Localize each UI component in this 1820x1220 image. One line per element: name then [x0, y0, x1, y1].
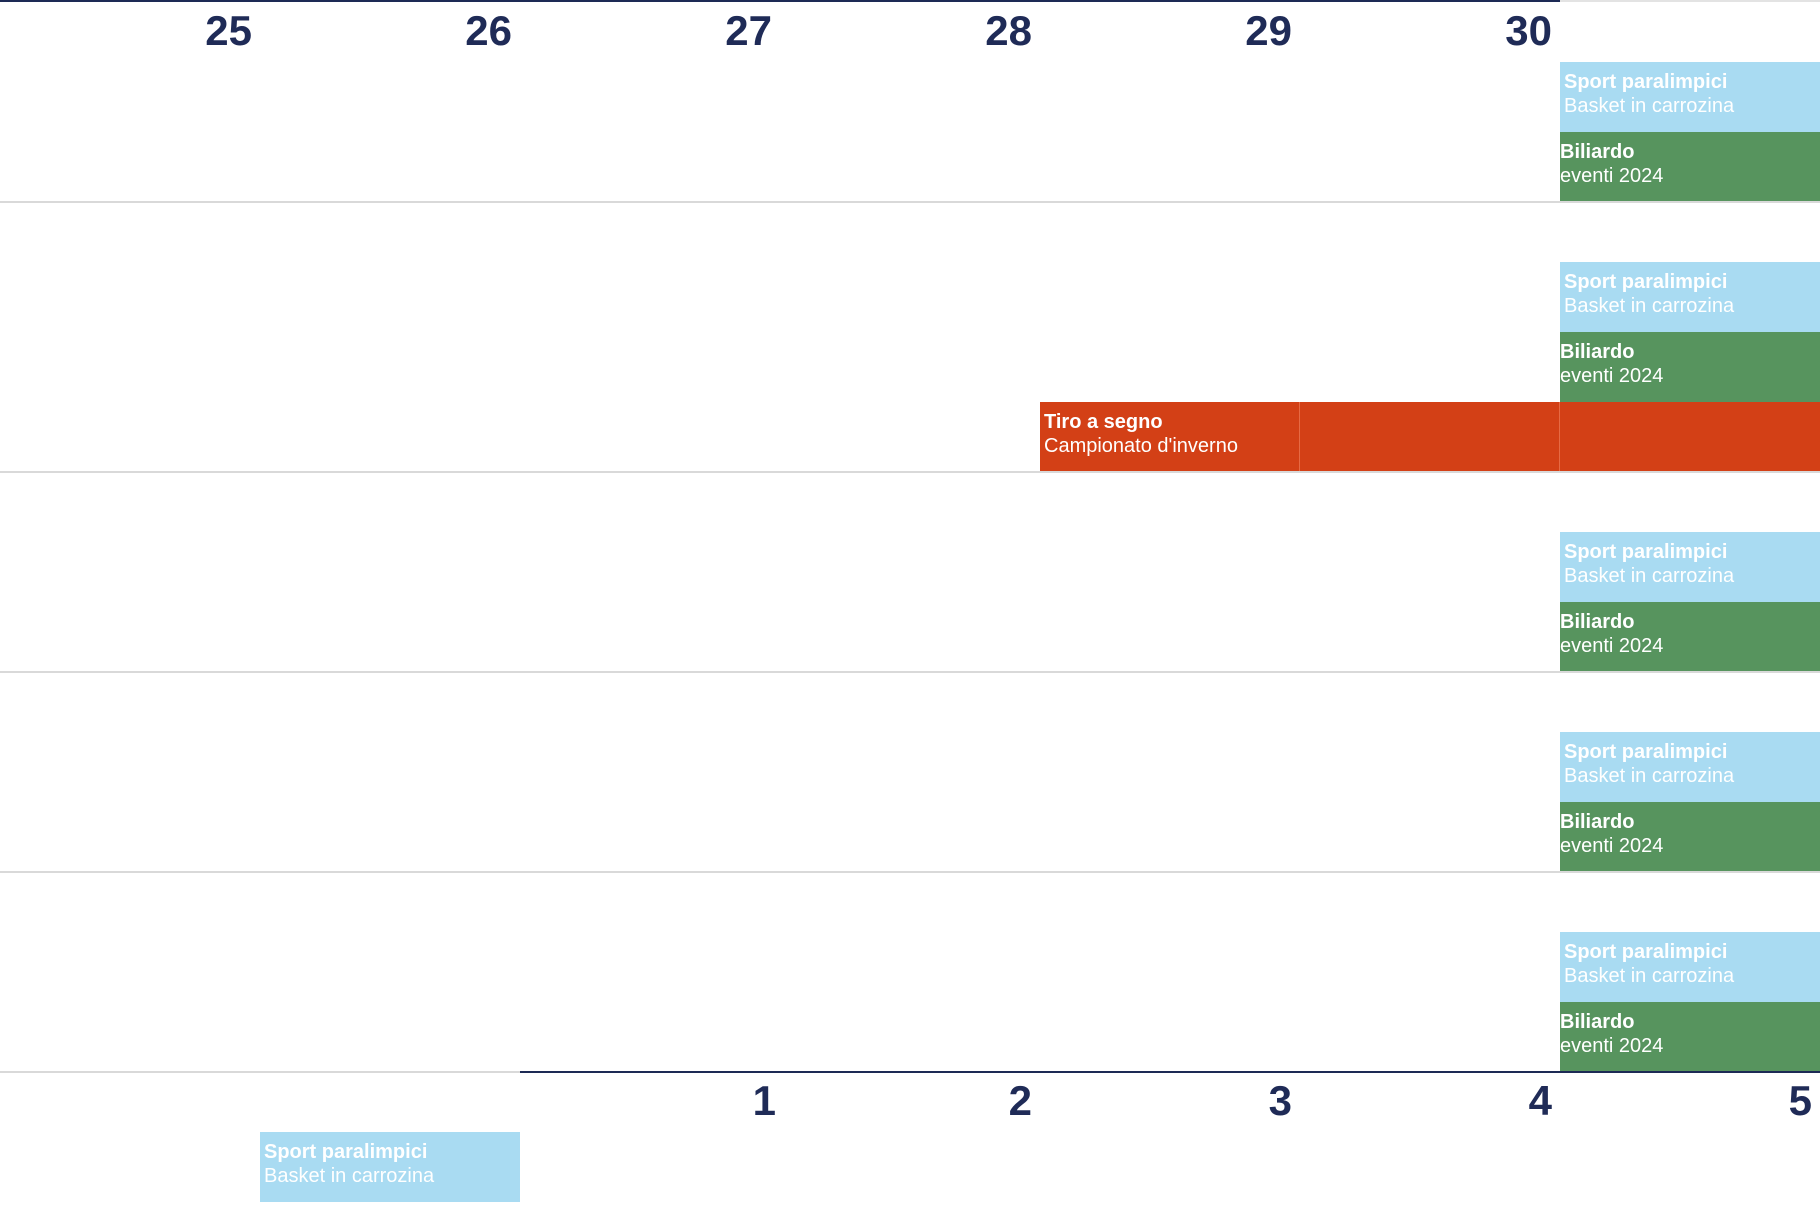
event-biliardo[interactable]: Biliardo eventi 2024: [1560, 332, 1820, 402]
event-title: Sport paralimpici: [1564, 271, 1728, 293]
event-subtitle: Basket in carrozina: [1564, 965, 1735, 987]
event-tiro-a-segno[interactable]: Tiro a segno Campionato d'inverno: [1040, 402, 1820, 471]
event-title: Biliardo: [1560, 811, 1635, 833]
event-title: Sport paralimpici: [1564, 71, 1728, 93]
event-subtitle: eventi 2024: [1560, 1035, 1664, 1057]
event-title: Sport paralimpici: [1564, 741, 1728, 763]
day-number-1[interactable]: 1: [752, 1077, 776, 1124]
event-title: Sport paralimpici: [264, 1141, 428, 1163]
event-biliardo[interactable]: Biliardo eventi 2024: [1560, 1002, 1820, 1071]
event-title: Sport paralimpici: [1564, 541, 1728, 563]
row-divider: [0, 871, 1820, 873]
day-number-30[interactable]: 30: [1505, 7, 1552, 54]
day-number-28[interactable]: 28: [985, 7, 1032, 54]
event-title: Biliardo: [1560, 141, 1635, 163]
event-title: Biliardo: [1560, 341, 1635, 363]
row-divider: [0, 1071, 520, 1073]
day-number-3[interactable]: 3: [1268, 1077, 1292, 1124]
day-number-5[interactable]: 5: [1788, 1077, 1812, 1124]
day-number-4[interactable]: 4: [1528, 1077, 1552, 1124]
event-sport-paralimpici[interactable]: Sport paralimpici Basket in carrozina: [1560, 532, 1820, 602]
event-subtitle: eventi 2024: [1560, 365, 1664, 387]
day-number-29[interactable]: 29: [1245, 7, 1292, 54]
day-number-26[interactable]: 26: [465, 7, 512, 54]
day-number-2[interactable]: 2: [1008, 1077, 1032, 1124]
event-subtitle: Basket in carrozina: [1564, 765, 1735, 787]
day-number-25[interactable]: 25: [205, 7, 252, 54]
event-day-separator: [1299, 402, 1300, 471]
row-divider: [0, 471, 1820, 473]
week-top-border: [0, 0, 1560, 2]
event-biliardo[interactable]: Biliardo eventi 2024: [1560, 802, 1820, 871]
week-bottom-border: [520, 1071, 1820, 1073]
event-day-separator: [1559, 402, 1560, 471]
event-title: Biliardo: [1560, 1011, 1635, 1033]
event-sport-paralimpici[interactable]: Sport paralimpici Basket in carrozina: [1560, 62, 1820, 132]
event-sport-paralimpici[interactable]: Sport paralimpici Basket in carrozina: [1560, 932, 1820, 1002]
row-divider: [0, 201, 1820, 203]
event-subtitle: Basket in carrozina: [1564, 565, 1735, 587]
week-top-border-muted: [1560, 0, 1820, 2]
event-sport-paralimpici[interactable]: Sport paralimpici Basket in carrozina: [1560, 732, 1820, 802]
event-subtitle: Basket in carrozina: [1564, 95, 1735, 117]
row-divider: [0, 671, 1820, 673]
event-subtitle: eventi 2024: [1560, 835, 1664, 857]
event-title: Tiro a segno: [1044, 411, 1163, 433]
day-number-27[interactable]: 27: [725, 7, 772, 54]
event-biliardo[interactable]: Biliardo eventi 2024: [1560, 602, 1820, 671]
event-title: Sport paralimpici: [1564, 941, 1728, 963]
event-subtitle: eventi 2024: [1560, 165, 1664, 187]
event-subtitle: Basket in carrozina: [1564, 295, 1735, 317]
event-title: Biliardo: [1560, 611, 1635, 633]
event-sport-paralimpici[interactable]: Sport paralimpici Basket in carrozina: [1560, 262, 1820, 332]
event-subtitle: eventi 2024: [1560, 635, 1664, 657]
event-subtitle: Campionato d'inverno: [1044, 435, 1238, 457]
event-sport-paralimpici[interactable]: Sport paralimpici Basket in carrozina: [260, 1132, 520, 1202]
event-biliardo[interactable]: Biliardo eventi 2024: [1560, 132, 1820, 201]
event-subtitle: Basket in carrozina: [264, 1165, 435, 1187]
